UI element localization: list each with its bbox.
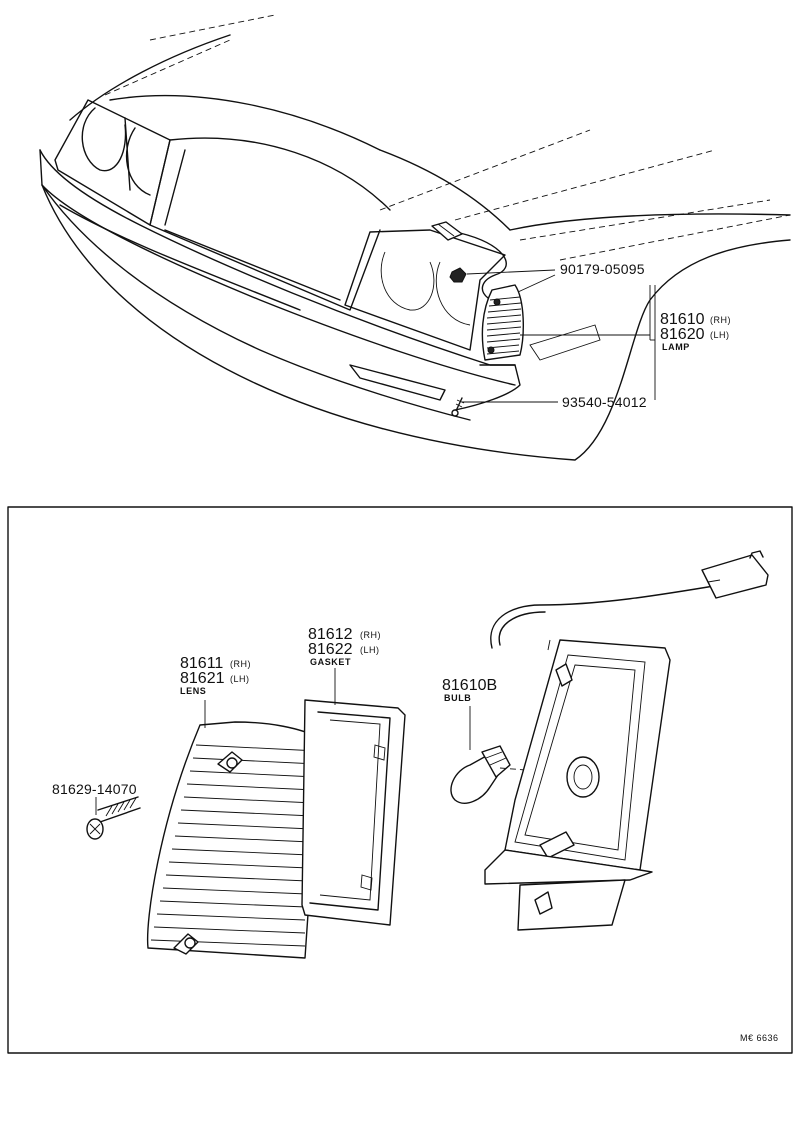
gasket-part: [301, 668, 406, 926]
lens-lh-designation: (LH): [230, 674, 250, 684]
exploded-view-frame: [7, 506, 793, 1054]
part-number-81610B: 81610B: [442, 677, 498, 694]
part-number-81612: 81612: [308, 626, 353, 643]
part-number-90179-05095: 90179-05095: [560, 261, 645, 277]
lens-caption: LENS: [180, 686, 207, 696]
lens-rh-designation: (RH): [230, 659, 251, 669]
part-number-81620: 81620: [660, 326, 705, 343]
part-number-81629-14070: 81629-14070: [52, 781, 137, 797]
lamp-housing-part: [484, 550, 769, 931]
part-number-81610: 81610: [660, 311, 705, 328]
part-number-81621: 81621: [180, 670, 225, 687]
lens-part: [146, 700, 321, 959]
car-front-view: [39, 14, 791, 461]
bulb-part: [450, 706, 579, 804]
gasket-lh-designation: (LH): [360, 645, 380, 655]
gasket-caption: GASKET: [310, 657, 352, 667]
bulb-caption: BULB: [444, 693, 472, 703]
gasket-rh-designation: (RH): [360, 630, 381, 640]
part-number-93540-54012: 93540-54012: [562, 394, 647, 410]
part-number-81611: 81611: [180, 655, 224, 672]
lh-designation: (LH): [710, 330, 730, 340]
rh-designation: (RH): [710, 315, 731, 325]
lamp-caption: LAMP: [662, 342, 690, 352]
figure-code: M€ 6636: [740, 1033, 779, 1043]
part-number-81622: 81622: [308, 641, 353, 658]
screw-part: [86, 796, 141, 840]
